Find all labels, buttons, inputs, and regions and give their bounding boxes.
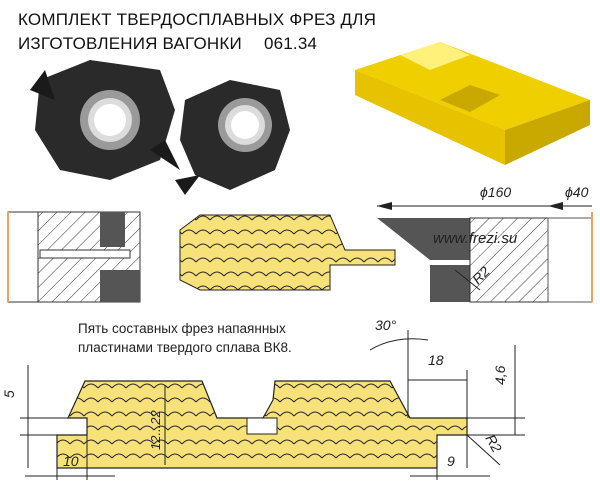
dim-9: 9 [447,453,455,469]
dim-18: 18 [428,352,444,368]
dim-angle: 30° [375,317,397,333]
product-code: 061.34 [263,34,318,53]
dim-4-6: 4,6 [492,365,508,385]
dim-outer-diameter: ϕ160 [480,184,511,200]
title-line-2: ИЗГОТОВЛЕНИЯ ВАГОНКИ [18,34,242,53]
note-line-1: Пять составных фрез напаянных [78,321,286,336]
note-line-2: пластинами твердого сплава ВК8. [78,340,292,355]
cutter-section-right [377,202,593,303]
dim-radius-bottom: R2 [482,432,505,456]
dimension-lines [20,330,525,480]
board-profile [56,380,468,469]
board-section-middle [179,214,396,291]
cutter-section-left [7,211,141,303]
cutter-photo-right [175,80,290,195]
product-title: КОМПЛЕКТ ТВЕРДОСПЛАВНЫХ ФРЕЗ ДЛЯ ИЗГОТОВ… [18,8,376,56]
dim-10: 10 [63,453,79,469]
cutter-photo-left [30,60,180,180]
dim-bore-diameter: ϕ40 [565,184,589,200]
title-line-1: КОМПЛЕКТ ТВЕРДОСПЛАВНЫХ ФРЕЗ ДЛЯ [18,10,377,29]
dim-thickness: 12...22 [148,409,163,450]
watermark-url: www.frezi.su [433,230,518,247]
lining-board-3d [355,42,590,165]
dim-5: 5 [1,390,17,398]
